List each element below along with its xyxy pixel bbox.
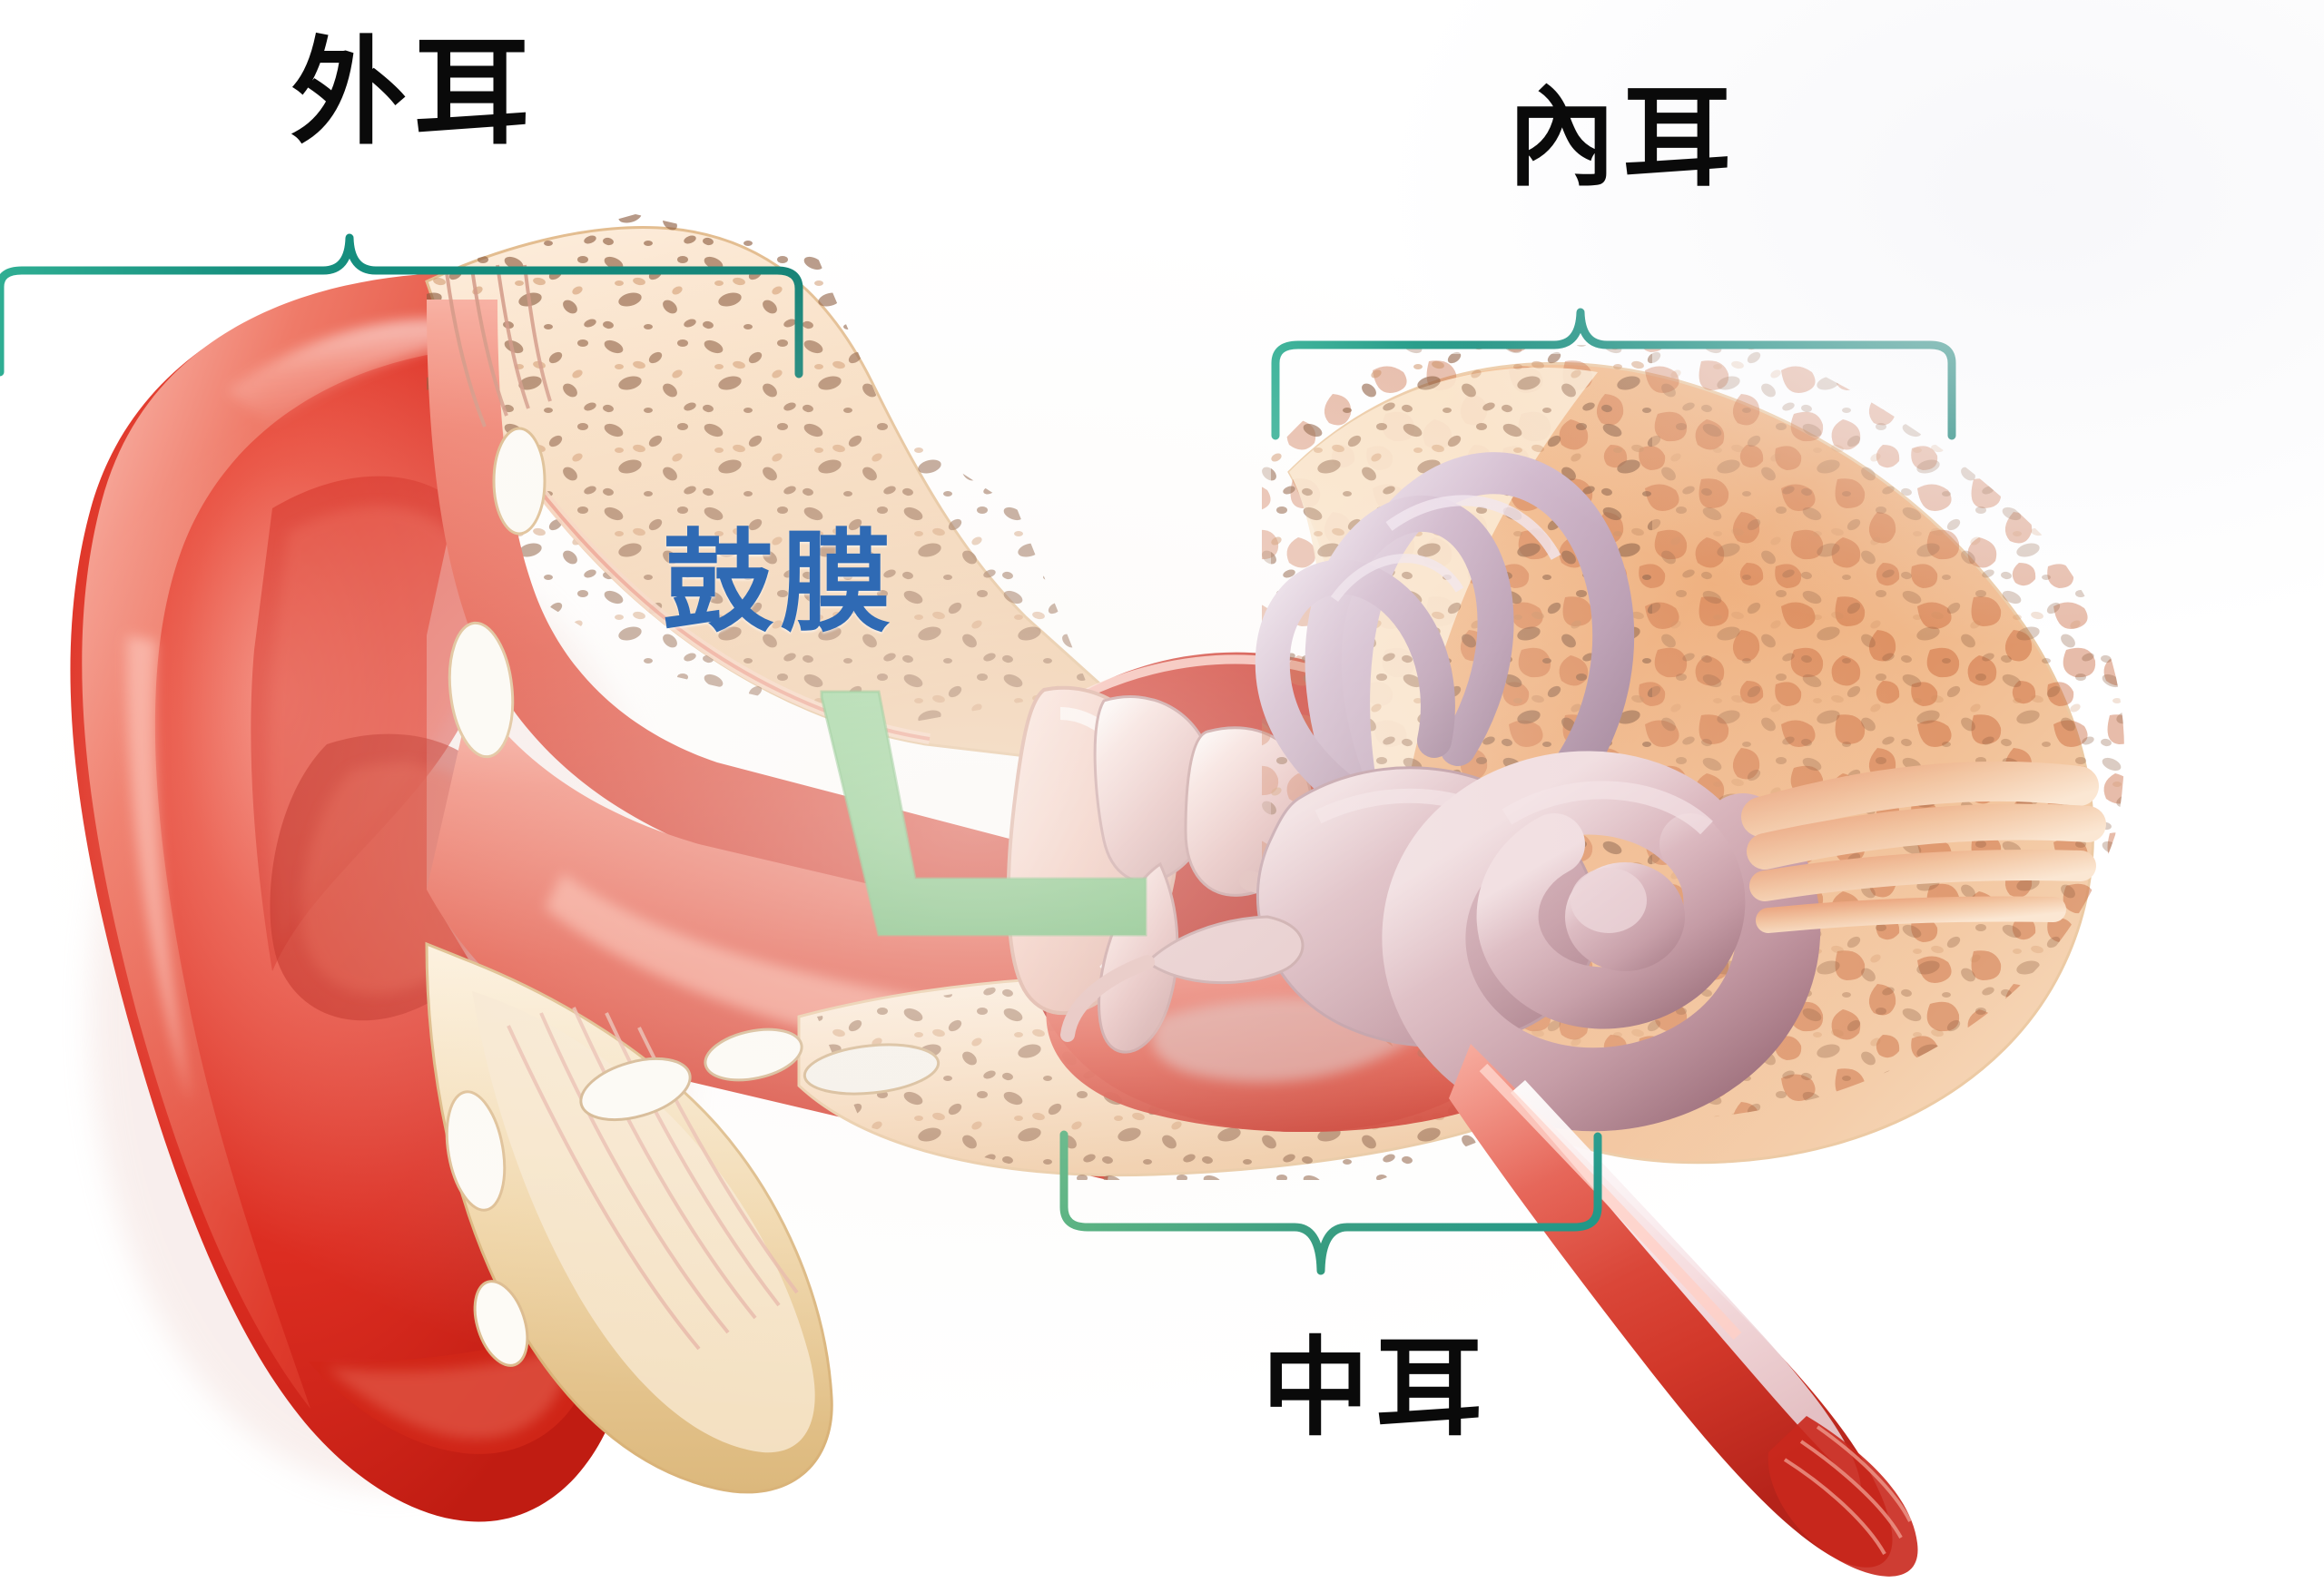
- label-outer-ear: 外耳: [290, 25, 537, 161]
- label-inner-ear: 內耳: [1507, 74, 1738, 202]
- label-middle-ear: 中耳: [1262, 1324, 1490, 1450]
- label-eardrum: 鼓膜: [663, 516, 898, 647]
- cochlea-apex-highlight: [1571, 868, 1647, 933]
